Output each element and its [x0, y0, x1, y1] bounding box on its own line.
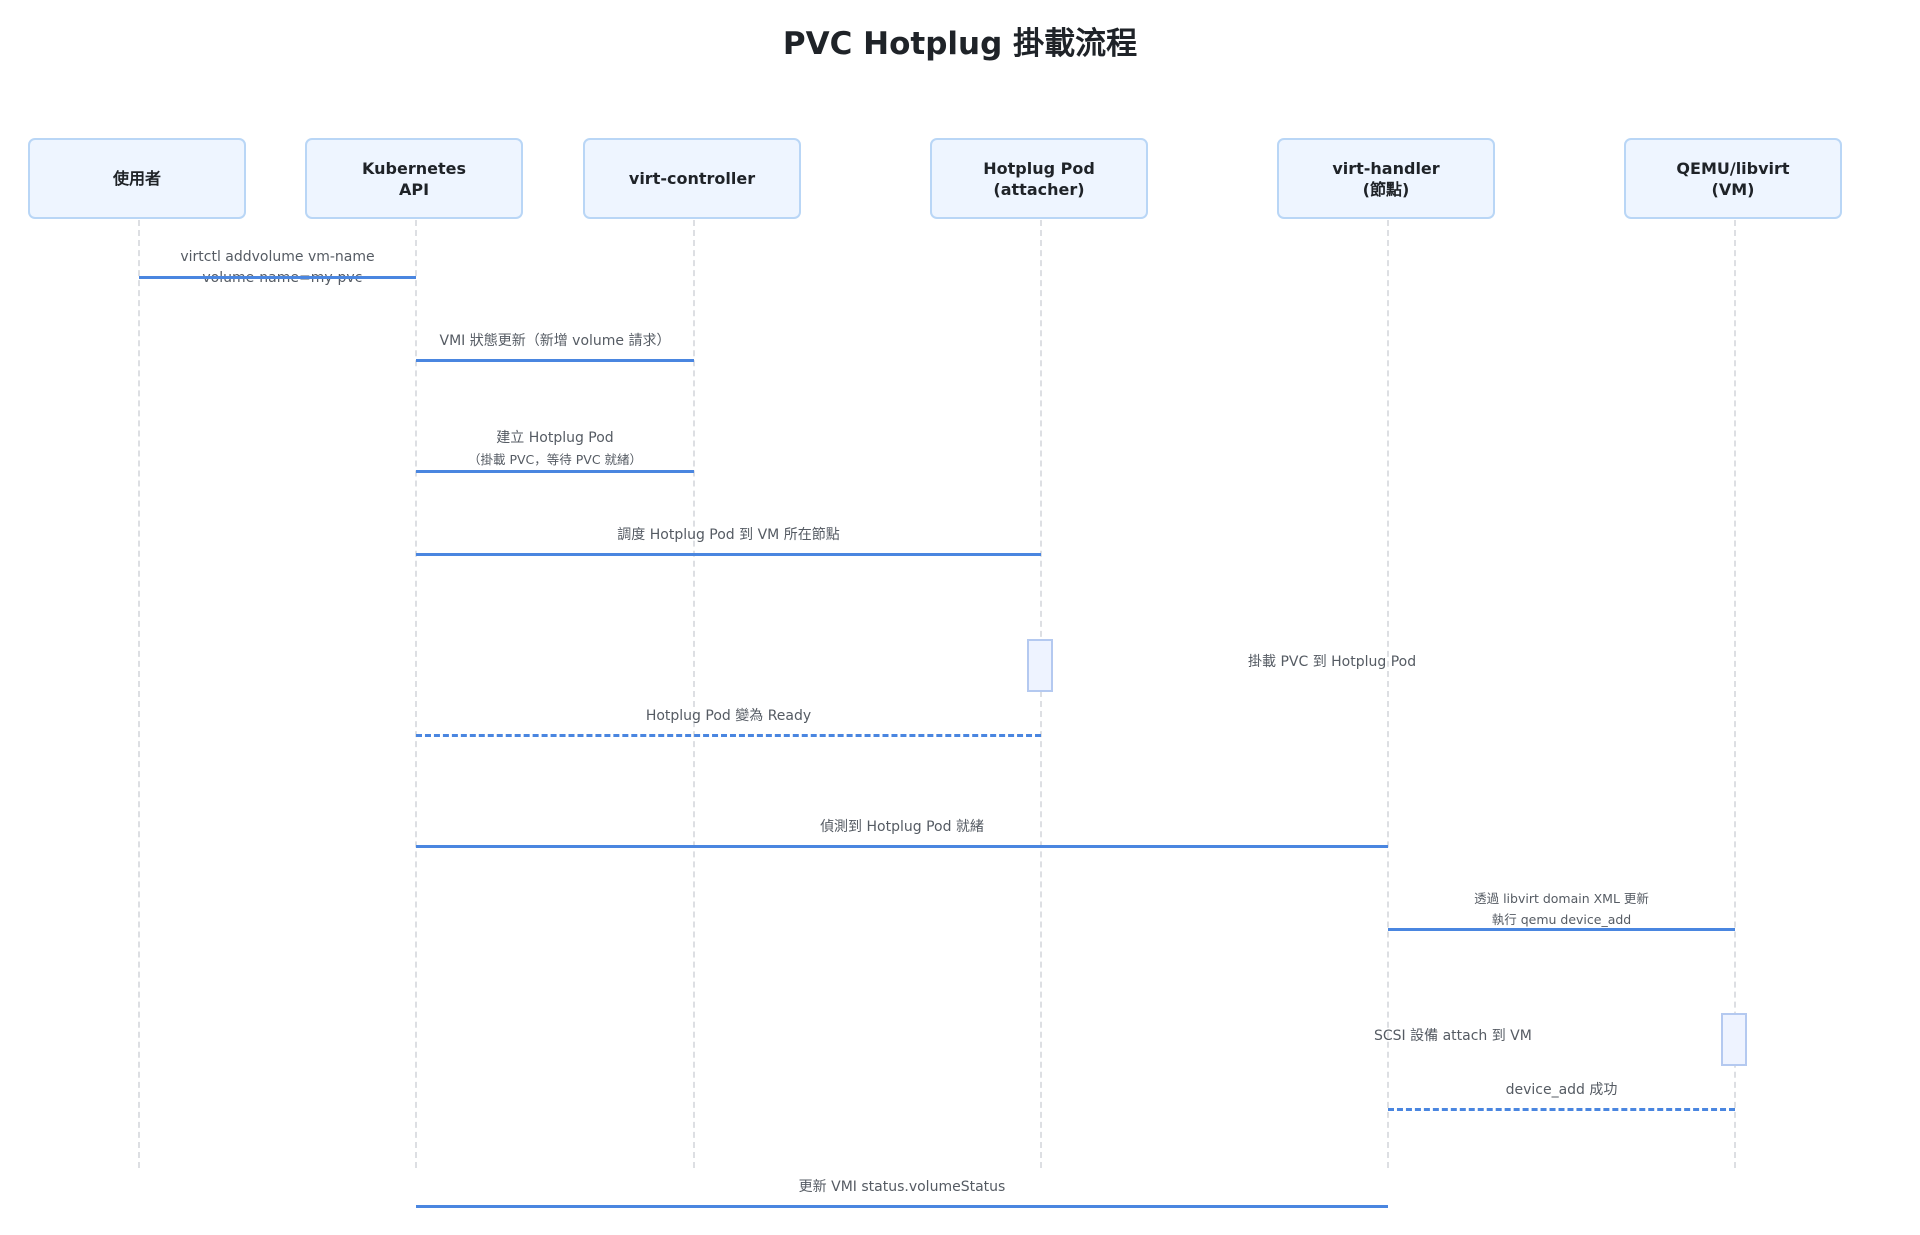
message-arrow: [139, 276, 416, 279]
message-arrow: [416, 470, 694, 473]
actor-label: 使用者: [112, 169, 161, 188]
message-arrow: [416, 845, 1388, 848]
actor-sublabel: (節點): [1362, 179, 1410, 199]
actor-label: virt-handler: [1332, 158, 1440, 178]
message-label: Hotplug Pod 變為 Ready: [645, 708, 812, 724]
message-label: 調度 Hotplug Pod 到 VM 所在節點: [617, 527, 840, 543]
actor-label: virt-controller: [628, 169, 756, 188]
actor-hotplug-pod: Hotplug Pod (attacher): [930, 138, 1148, 219]
lifeline-virt-controller: [693, 220, 695, 1168]
message-label: VMI 狀態更新（新增 volume 請求）: [439, 333, 671, 349]
actor-kubernetes-api: Kubernetes API: [305, 138, 523, 219]
lifeline-user: [138, 220, 140, 1168]
actor-virt-controller: virt-controller: [583, 138, 801, 219]
actor-label: Kubernetes: [362, 158, 466, 178]
actor-user: 使用者: [28, 138, 246, 219]
actor-label: Hotplug Pod: [983, 158, 1095, 178]
message-arrow: [1388, 928, 1735, 931]
actor-sublabel: (attacher): [993, 179, 1085, 199]
actor-virt-handler: virt-handler (節點): [1277, 138, 1495, 219]
message-arrow: [416, 1205, 1388, 1208]
lifeline-hotplug-pod: [1040, 220, 1042, 1168]
actor-sublabel: API: [398, 179, 430, 199]
activation-box-hotplug-pod: [1027, 639, 1053, 692]
message-arrow: [416, 359, 694, 362]
message-arrow: [416, 734, 1041, 737]
lifeline-qemu-libvirt: [1734, 220, 1736, 1168]
message-label: 更新 VMI status.volumeStatus: [798, 1179, 1006, 1195]
actor-sublabel: (VM): [1711, 179, 1755, 199]
actor-label: QEMU/libvirt: [1676, 158, 1790, 178]
message-label: virtctl addvolume vm-name --volume-name=…: [180, 249, 375, 286]
lifeline-kubernetes-api: [415, 220, 417, 1168]
activation-box-qemu: [1721, 1013, 1747, 1066]
message-arrow: [416, 553, 1041, 556]
self-message-note: SCSI 設備 attach 到 VM: [1374, 1028, 1532, 1044]
message-label: 建立 Hotplug Pod （掛載 PVC，等待 PVC 就緒）: [467, 430, 643, 467]
self-message-note: 掛載 PVC 到 Hotplug Pod: [1248, 654, 1417, 670]
diagram-title: PVC Hotplug 掛載流程: [782, 26, 1138, 62]
message-label: 偵測到 Hotplug Pod 就緒: [820, 819, 984, 835]
message-label: device_add 成功: [1505, 1082, 1618, 1098]
message-label: 透過 libvirt domain XML 更新 執行 qemu device_…: [1474, 891, 1649, 927]
message-arrow: [1388, 1108, 1735, 1111]
actor-qemu-libvirt: QEMU/libvirt (VM): [1624, 138, 1842, 219]
lifeline-virt-handler: [1387, 220, 1389, 1168]
